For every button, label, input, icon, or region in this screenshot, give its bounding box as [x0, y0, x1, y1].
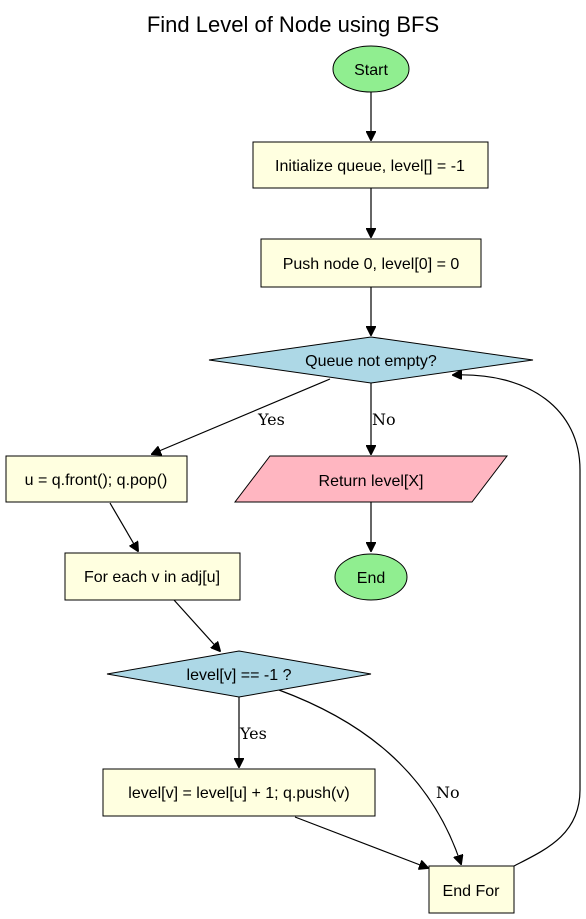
foreach-node-label: For each v in adj[u] [84, 569, 220, 586]
edge-label-level-yes: Yes [239, 724, 267, 743]
edge-label-level-no: No [436, 783, 460, 802]
dequeue-node: u = q.front(); q.pop() [5, 455, 188, 503]
endfor-node-label: End For [443, 883, 501, 900]
push-node: Push node 0, level[0] = 0 [260, 238, 482, 288]
dequeue-node-label: u = q.front(); q.pop() [25, 472, 168, 489]
edge-update-endfor [294, 816, 428, 868]
push-node-shape [260, 238, 482, 288]
end-node-label: End [357, 570, 385, 587]
init-node-label: Initialize queue, level[] = -1 [275, 158, 465, 175]
end-node: End [334, 553, 408, 601]
update-node: level[v] = level[u] + 1; q.push(v) [102, 768, 376, 817]
return-node: Return level[X] [233, 455, 509, 503]
start-node-shape [332, 45, 410, 93]
diagram-title: Find Level of Node using BFS [147, 12, 439, 37]
init-node-shape [252, 141, 489, 189]
level-check-node: level[v] == -1 ? [106, 650, 372, 698]
return-node-label: Return level[X] [319, 473, 424, 490]
update-node-shape [102, 768, 376, 817]
foreach-node: For each v in adj[u] [64, 552, 241, 601]
start-node-label: Start [354, 62, 388, 79]
edge-queue-dequeue [152, 378, 331, 454]
queue-check-node: Queue not empty? [208, 336, 534, 384]
push-node-label: Push node 0, level[0] = 0 [283, 256, 460, 273]
edge-foreach-level [173, 599, 220, 651]
foreach-node-shape [64, 552, 241, 601]
edge-level-endfor [278, 689, 461, 864]
edge-dequeue-foreach [109, 502, 138, 551]
level-check-node-label: level[v] == -1 ? [187, 667, 292, 684]
endfor-node: End For [428, 865, 515, 914]
level-check-node-shape [106, 650, 372, 698]
start-node: Start [332, 45, 410, 93]
init-node: Initialize queue, level[] = -1 [252, 141, 489, 189]
edge-label-queue-yes: Yes [257, 410, 285, 429]
edge-label-queue-no: No [372, 410, 396, 429]
return-node-shape [233, 455, 509, 503]
dequeue-node-shape [5, 455, 188, 503]
update-node-label: level[v] = level[u] + 1; q.push(v) [128, 785, 349, 802]
end-node-shape [334, 553, 408, 601]
queue-check-node-label: Queue not empty? [305, 353, 437, 370]
endfor-node-shape [428, 865, 515, 914]
edge-endfor-queue [453, 375, 581, 867]
edges [109, 92, 581, 868]
queue-check-node-shape [208, 336, 534, 384]
